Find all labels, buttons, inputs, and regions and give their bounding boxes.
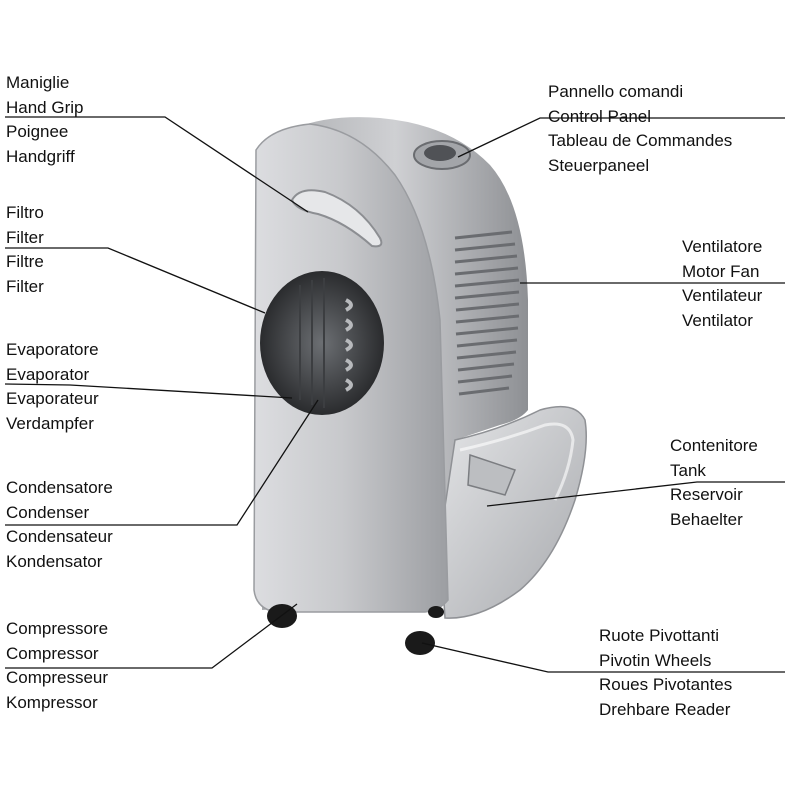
- label-line: Filter: [6, 276, 44, 296]
- leader-control-panel: [457, 117, 785, 158]
- label-line: Evaporatore: [6, 340, 99, 359]
- label-handgrip: Maniglie Hand Grip Poignee Handgriff: [6, 71, 83, 169]
- control-panel-knob: [413, 140, 471, 170]
- label-line: Reservoir: [670, 485, 743, 504]
- label-motor-fan: Ventilatore Motor Fan Ventilateur Ventil…: [682, 235, 762, 333]
- leader-wheels: [421, 642, 785, 673]
- label-line: Filter: [6, 227, 44, 247]
- label-line: Evaporateur: [6, 389, 99, 408]
- label-tank: Contenitore Tank Reservoir Behaelter: [670, 434, 758, 532]
- label-line: Ruote Pivottanti: [599, 626, 720, 645]
- label-line: Filtro: [6, 203, 44, 222]
- filter-mesh: [299, 278, 325, 408]
- leader-compressor: [5, 603, 298, 669]
- label-line: Kondensator: [6, 551, 103, 571]
- label-line: Maniglie: [6, 73, 70, 92]
- label-line: Condenser: [6, 502, 90, 522]
- fan-grille: [454, 230, 520, 396]
- label-line: Compresseur: [6, 668, 109, 687]
- evaporator-coils: [345, 298, 353, 392]
- leader-tank: [486, 481, 785, 507]
- label-line: Kompressor: [6, 692, 98, 712]
- label-evaporator: Evaporatore Evaporator Evaporateur Verda…: [6, 338, 99, 436]
- label-line: Verdampfer: [6, 413, 94, 433]
- hand-grip: [290, 189, 383, 248]
- cutaway-window: [260, 271, 384, 415]
- leader-handgrip: [5, 116, 309, 213]
- label-line: Ventilator: [682, 310, 753, 330]
- leader-filter: [5, 247, 266, 314]
- leader-condenser: [5, 399, 319, 526]
- label-line: Poignee: [6, 122, 69, 141]
- label-line: Compressor: [6, 643, 99, 663]
- label-line: Compressore: [6, 619, 109, 638]
- label-wheels: Ruote Pivottanti Pivotin Wheels Roues Pi…: [599, 624, 732, 722]
- leader-lines: [4, 116, 785, 673]
- label-line: Evaporator: [6, 364, 90, 384]
- leader-evaporator: [4, 383, 293, 399]
- side-panel: [253, 123, 449, 613]
- label-line: Ventilatore: [682, 237, 763, 256]
- label-line: Condensatore: [6, 478, 113, 497]
- label-line: Roues Pivotantes: [599, 675, 733, 694]
- label-line: Tank: [670, 460, 706, 480]
- label-line: Behaelter: [670, 509, 743, 529]
- label-line: Motor Fan: [682, 261, 760, 281]
- label-line: Tableau de Commandes: [548, 131, 733, 150]
- label-condenser: Condensatore Condenser Condensateur Kond…: [6, 476, 113, 574]
- label-control-panel: Pannello comandi Control Panel Tableau d…: [548, 80, 732, 178]
- label-line: Hand Grip: [6, 97, 84, 117]
- label-filter: Filtro Filter Filtre Filter: [6, 201, 44, 299]
- label-compressor: Compressore Compressor Compresseur Kompr…: [6, 617, 108, 715]
- label-line: Steuerpaneel: [548, 155, 650, 175]
- label-line: Contenitore: [670, 436, 758, 455]
- label-line: Drehbare Reader: [599, 699, 731, 719]
- label-line: Control Panel: [548, 106, 652, 126]
- label-line: Pannello comandi: [548, 82, 684, 101]
- water-tank: [439, 405, 587, 619]
- label-line: Filtre: [6, 252, 44, 271]
- label-line: Handgriff: [6, 146, 75, 166]
- label-line: Ventilateur: [682, 286, 763, 305]
- label-line: Pivotin Wheels: [599, 650, 712, 670]
- label-line: Condensateur: [6, 527, 113, 546]
